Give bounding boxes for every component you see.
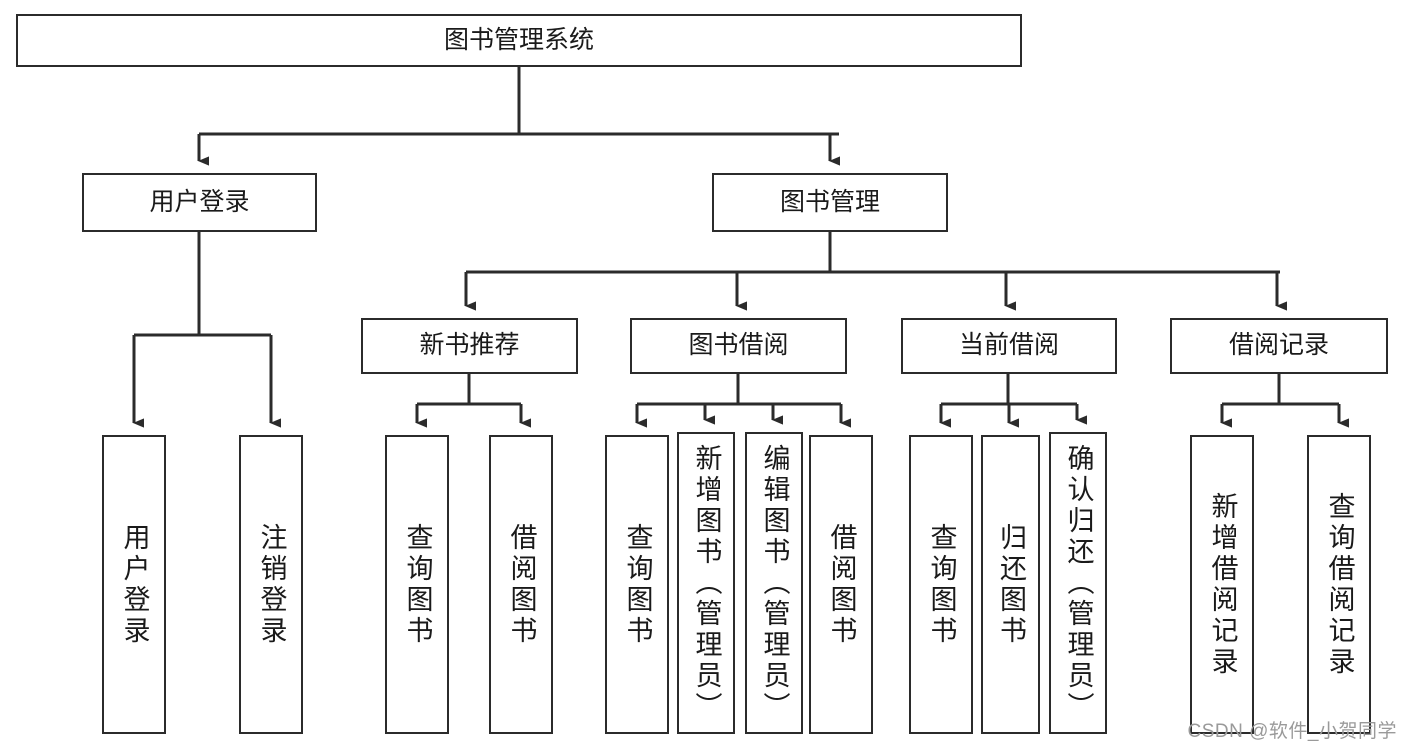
node-leaf-query-book-3-label: 查询图书: [926, 522, 957, 647]
edges-bookborrow-to-leaves: [635, 374, 851, 428]
node-book-manage-label: 图书管理: [779, 187, 880, 216]
edges-root-to-level2: [197, 66, 840, 166]
node-leaf-borrow-book-2-label: 借阅图书: [826, 522, 857, 647]
node-leaf-edit-book-label: 编辑图书（管理员）: [759, 443, 790, 723]
node-root-label: 图书管理系统: [443, 25, 594, 54]
node-leaf-edit-book[interactable]: 编辑图书（管理员）: [745, 432, 803, 734]
node-leaf-confirm-return[interactable]: 确认归还（管理员）: [1049, 432, 1107, 734]
node-leaf-query-record[interactable]: 查询借阅记录: [1307, 435, 1371, 734]
node-user-login-label: 用户登录: [149, 187, 250, 216]
node-leaf-logout-label: 注销登录: [256, 522, 287, 647]
node-leaf-borrow-book-1[interactable]: 借阅图书: [489, 435, 553, 734]
node-leaf-query-book-1[interactable]: 查询图书: [385, 435, 449, 734]
node-root[interactable]: 图书管理系统: [16, 14, 1022, 67]
edges-currentborrow-to-leaves: [939, 374, 1087, 428]
node-leaf-query-book-1-label: 查询图书: [402, 522, 433, 647]
node-leaf-add-book[interactable]: 新增图书（管理员）: [677, 432, 735, 734]
node-leaf-query-record-label: 查询借阅记录: [1324, 491, 1355, 678]
node-leaf-add-record-label: 新增借阅记录: [1207, 491, 1238, 678]
node-current-borrow[interactable]: 当前借阅: [901, 318, 1117, 374]
node-leaf-return-book[interactable]: 归还图书: [981, 435, 1040, 734]
node-leaf-borrow-book-1-label: 借阅图书: [506, 522, 537, 647]
edges-borrowrecord-to-leaves: [1220, 374, 1349, 428]
node-leaf-confirm-return-label: 确认归还（管理员）: [1063, 443, 1094, 723]
node-new-book-rec-label: 新书推荐: [419, 331, 520, 360]
edges-newbookrec-to-leaves: [415, 374, 531, 428]
node-current-borrow-label: 当前借阅: [958, 331, 1059, 360]
node-leaf-query-book-2[interactable]: 查询图书: [605, 435, 669, 734]
node-new-book-rec[interactable]: 新书推荐: [361, 318, 578, 374]
node-leaf-add-book-label: 新增图书（管理员）: [691, 443, 722, 723]
node-book-manage[interactable]: 图书管理: [712, 173, 948, 232]
node-user-login[interactable]: 用户登录: [82, 173, 317, 232]
node-book-borrow-label: 图书借阅: [688, 331, 789, 360]
node-leaf-user-login[interactable]: 用户登录: [102, 435, 166, 734]
node-leaf-add-record[interactable]: 新增借阅记录: [1190, 435, 1254, 734]
edges-bookmanage-to-level3: [464, 232, 1287, 311]
node-book-borrow[interactable]: 图书借阅: [630, 318, 847, 374]
node-borrow-record[interactable]: 借阅记录: [1170, 318, 1388, 374]
node-leaf-return-book-label: 归还图书: [996, 522, 1026, 647]
node-leaf-user-login-label: 用户登录: [119, 522, 150, 647]
node-leaf-logout[interactable]: 注销登录: [239, 435, 303, 734]
node-leaf-query-book-3[interactable]: 查询图书: [909, 435, 973, 734]
edges-userlogin-to-leaves: [132, 232, 281, 428]
node-borrow-record-label: 借阅记录: [1228, 331, 1329, 360]
node-leaf-query-book-2-label: 查询图书: [622, 522, 653, 647]
node-leaf-borrow-book-2[interactable]: 借阅图书: [809, 435, 873, 734]
